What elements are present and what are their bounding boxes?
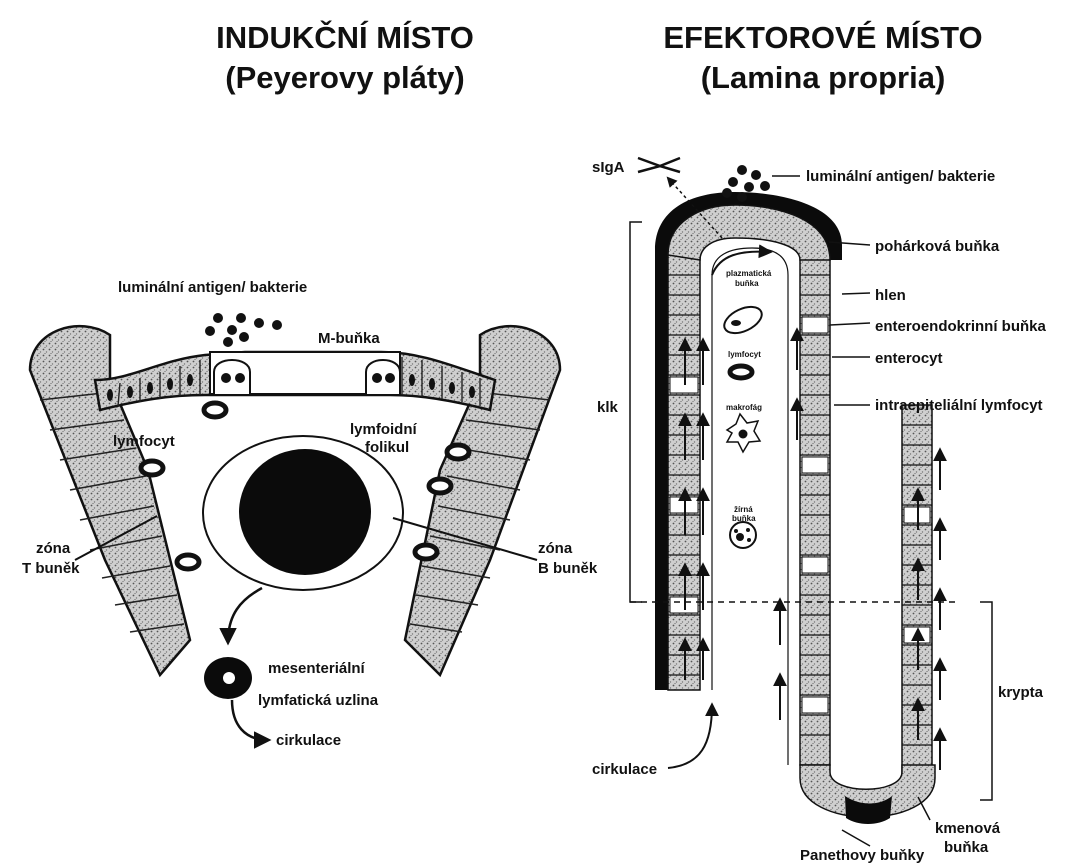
- m-cell-label: M-buňka: [318, 330, 380, 347]
- t-zone-label-2: T buněk: [22, 560, 80, 577]
- mast-label-2: buňka: [732, 514, 756, 523]
- lymphocyte-label-right: lymfocyt: [728, 350, 761, 359]
- follicle-to-node-arrow: [228, 588, 262, 642]
- germinal-center: [239, 449, 371, 575]
- lymphocyte-label-left: lymfocyt: [113, 433, 175, 450]
- b-zone-label-1: zóna: [538, 540, 573, 557]
- lymph-node-center: [223, 672, 235, 684]
- villus-left-epithelium: [668, 255, 700, 690]
- mast-cell-icon: [730, 522, 756, 548]
- circulation-label-left: cirkulace: [276, 732, 341, 749]
- peyer-patch: luminální antigen/ bakterie M-buňka lymf…: [22, 279, 598, 749]
- plasma-label-1: plazmatická: [726, 269, 772, 278]
- macrophage-label: makrofág: [726, 403, 762, 412]
- left-luminal-label: luminální antigen/ bakterie: [118, 279, 307, 296]
- mucus-label: hlen: [875, 287, 906, 304]
- node-label-1: mesenteriální: [268, 660, 366, 677]
- right-luminal-label: luminální antigen/ bakterie: [806, 168, 995, 185]
- enteroendocrine-label: enteroendokrinní buňka: [875, 318, 1047, 335]
- stem-label-2: buňka: [944, 839, 989, 856]
- follicle-label-2: folikul: [365, 439, 409, 456]
- villus-label: klk: [597, 399, 619, 416]
- siga-icon: [638, 158, 680, 172]
- circulation-right-arrow: [668, 705, 712, 768]
- t-zone-label-1: zóna: [36, 540, 71, 557]
- crypt-label: krypta: [998, 684, 1044, 701]
- villus-bracket: [630, 222, 642, 602]
- siga-label: sIgA: [592, 159, 625, 176]
- follicle-label-1: lymfoidní: [350, 421, 417, 438]
- enterocyte-label: enterocyt: [875, 350, 943, 367]
- crypt-bracket: [980, 602, 992, 800]
- stem-label-1: kmenová: [935, 820, 1001, 837]
- plasma-cell: [720, 302, 766, 339]
- lymphocyte-right: [730, 366, 752, 378]
- b-zone-label-2: B buněk: [538, 560, 598, 577]
- mast-label-1: žírná: [734, 505, 753, 514]
- goblet-label: pohárková buňka: [875, 238, 1000, 255]
- villus-crypt: sIgA luminální antigen/ bakterie pohárko…: [592, 158, 1047, 864]
- luminal-antigen-dots-left: [205, 313, 282, 347]
- macrophage-icon: [727, 414, 760, 452]
- paneth-label: Panethovy buňky: [800, 847, 925, 864]
- plasma-label-2: buňka: [735, 279, 759, 288]
- iel-label: intraepiteliální lymfocyt: [875, 397, 1043, 414]
- node-label-2: lymfatická uzlina: [258, 692, 379, 709]
- circulation-label-right: cirkulace: [592, 761, 657, 778]
